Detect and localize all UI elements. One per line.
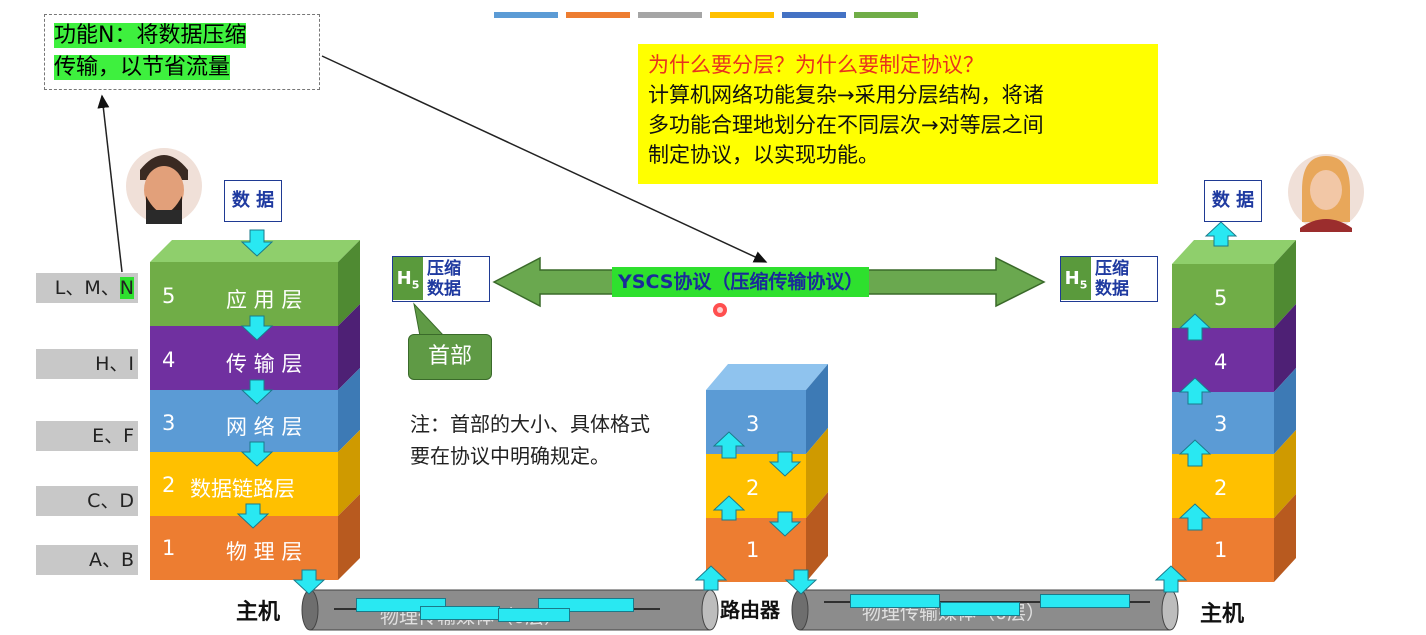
router-stack — [706, 364, 828, 582]
slide-progress-bar — [638, 12, 702, 18]
packet-right-text: 压缩数据 — [1095, 259, 1129, 299]
layer-4-number: 4 — [162, 348, 176, 372]
router-label: 路由器 — [720, 598, 780, 622]
function-callout-line1-highlight: 将数据压缩 — [136, 23, 247, 48]
note-text: 注：首部的大小、具体格式要在协议中明确规定。 — [410, 412, 650, 468]
layer-1-name: 物 理 层 — [226, 540, 303, 564]
layer-2-name: 数据链路层 — [190, 477, 295, 501]
layer-5-number: 5 — [162, 284, 176, 308]
left-label-transport: H、I — [36, 349, 138, 379]
why-line-1: 计算机网络功能复杂→采用分层结构，将诸 — [648, 83, 1044, 107]
slide-progress-bar — [710, 12, 774, 18]
packet-left: H5 压缩数据 — [392, 256, 490, 302]
right-layer-1-number: 1 — [1214, 538, 1228, 562]
host-right-label: 主机 — [1200, 602, 1245, 627]
right-host-stack — [1172, 240, 1296, 582]
data-box-left: 数 据 — [224, 180, 282, 222]
header-bubble-tail — [413, 302, 446, 337]
layer-3-block — [150, 390, 338, 452]
router-layer-2-number: 2 — [746, 476, 760, 500]
highlight-strip — [1040, 594, 1130, 608]
layer-3-number: 3 — [162, 411, 176, 435]
function-callout-box — [44, 14, 320, 90]
header-bubble: 首部 — [408, 334, 492, 380]
right-layer-5-number: 5 — [1214, 286, 1228, 310]
woman-avatar-icon — [1288, 154, 1364, 232]
why-line-2: 多功能合理地划分在不同层次→对等层之间 — [648, 113, 1044, 137]
man-avatar-icon — [126, 148, 202, 224]
router-layer-3-number: 3 — [746, 412, 760, 436]
right-layer-5 — [1172, 264, 1274, 328]
right-up-arrows — [1154, 221, 1238, 593]
data-box-right: 数 据 — [1204, 180, 1262, 222]
highlight-strip — [850, 594, 940, 608]
router-layer-1-number: 1 — [746, 538, 760, 562]
router-arrows — [694, 431, 818, 595]
layer-5-block — [150, 262, 338, 326]
layer-5-name: 应 用 层 — [226, 288, 303, 312]
packet-right-header: H5 — [1061, 257, 1091, 300]
packet-left-text: 压缩数据 — [427, 259, 461, 299]
function-callout-line1-prefix: 功能N： — [54, 23, 137, 48]
slide-progress-bar — [494, 12, 558, 18]
layer-4-block — [150, 326, 338, 390]
why-layering-box: 为什么要分层？为什么要制定协议？ 计算机网络功能复杂→采用分层结构，将诸 多功能… — [638, 44, 1158, 184]
host-left-label: 主机 — [236, 600, 281, 625]
layer-2-number: 2 — [162, 473, 176, 497]
layer-1-block — [150, 516, 338, 580]
function-callout-line2: 传输，以节省流量 — [54, 55, 231, 80]
callout-pointer-line — [321, 55, 768, 263]
slide-progress-bar — [854, 12, 918, 18]
packet-left-header: H5 — [393, 257, 423, 300]
why-question: 为什么要分层？为什么要制定协议？ — [648, 53, 984, 77]
left-label-physical: A、B — [36, 545, 138, 575]
highlight-strip — [498, 608, 570, 622]
slide-progress-bar — [782, 12, 846, 18]
slide-progress-bar — [566, 12, 630, 18]
right-layer-3-number: 3 — [1214, 412, 1228, 436]
function-callout-text: 功能N：将数据压缩 传输，以节省流量 — [54, 20, 247, 84]
right-layer-4-number: 4 — [1214, 350, 1228, 374]
right-layer-2-number: 2 — [1214, 476, 1228, 500]
highlight-strip — [940, 602, 1020, 616]
layer-3-name: 网 络 层 — [226, 415, 303, 439]
left-label-network: E、F — [36, 421, 138, 451]
left-down-arrows — [236, 229, 326, 595]
layer-4-name: 传 输 层 — [226, 352, 303, 376]
left-label-application: L、M、N — [36, 273, 138, 303]
layer-1-number: 1 — [162, 536, 176, 560]
why-line-3: 制定协议，以实现功能。 — [648, 143, 879, 167]
protocol-label: YSCS协议（压缩传输协议） — [612, 267, 870, 297]
layer-2-block — [150, 452, 338, 516]
highlight-strip — [420, 606, 500, 620]
left-label-datalink: C、D — [36, 486, 138, 516]
label-pointer-line — [97, 94, 123, 273]
left-host-stack — [150, 240, 360, 580]
packet-right: H5 压缩数据 — [1060, 256, 1158, 302]
